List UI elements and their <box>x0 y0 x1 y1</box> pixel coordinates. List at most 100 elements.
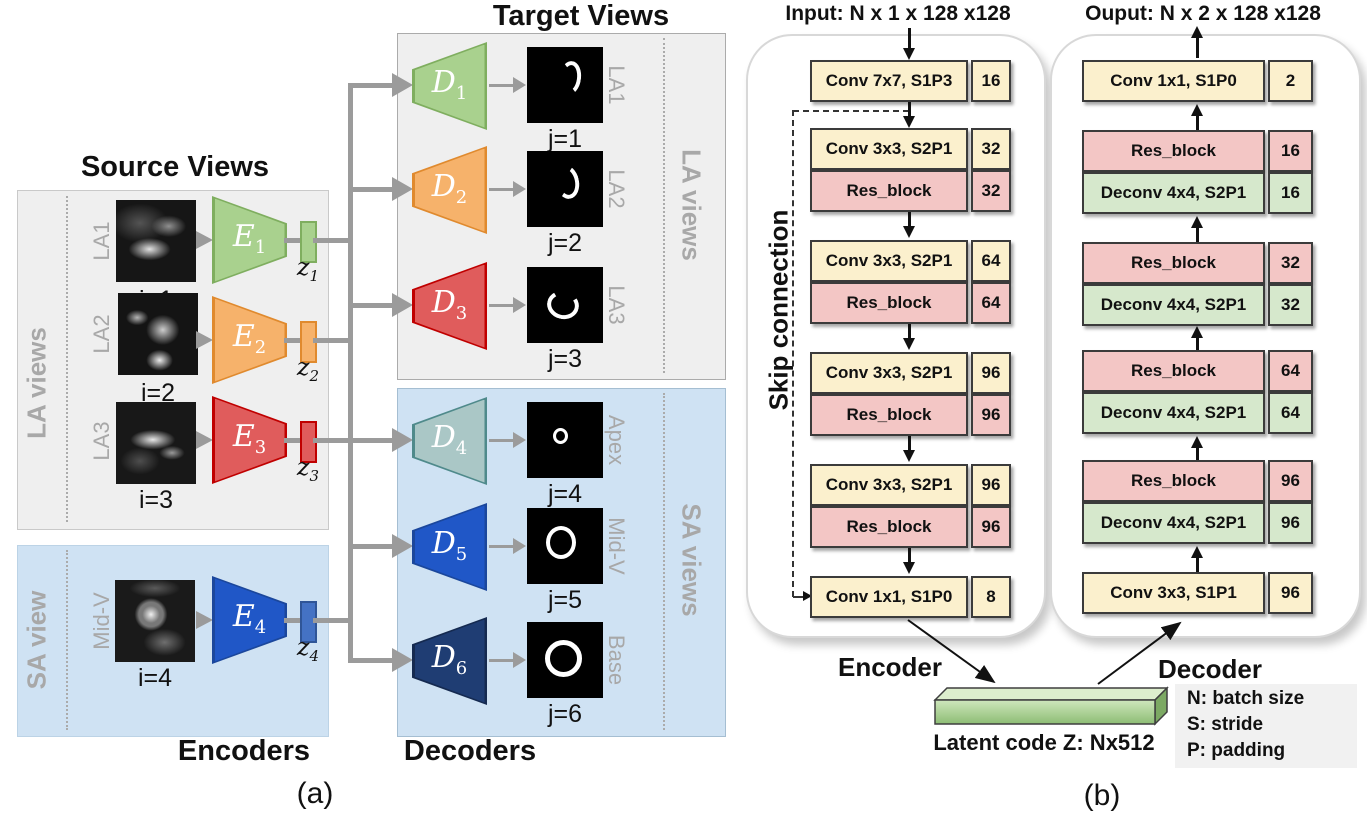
sa-views-target-group-label: SA views <box>676 503 707 617</box>
arrow-into-decoder-icon <box>392 428 413 452</box>
z3-label: z3 <box>296 453 320 485</box>
layer-name: Res_block <box>1082 460 1265 502</box>
skip-connection-line <box>793 596 804 598</box>
connector <box>313 438 350 443</box>
legend-item: N: batch size <box>1187 688 1305 709</box>
panel-a-label: (a) <box>296 777 334 810</box>
arrow-into-encoder-icon <box>196 331 213 349</box>
connector <box>284 438 301 443</box>
target-index-label: j=6 <box>547 700 583 728</box>
connector <box>350 544 394 549</box>
flow-arrowhead-icon <box>903 562 915 574</box>
layer-name: Res_block <box>810 506 968 548</box>
target-mask-j2 <box>527 151 603 227</box>
latent-code-caption: Latent code Z: Nx512 <box>933 730 1155 755</box>
flow-arrowhead-icon <box>903 48 915 60</box>
encoders-caption: Encoders <box>177 735 311 767</box>
skip-connection-line <box>792 110 794 597</box>
connector <box>489 304 515 307</box>
layer-name: Deconv 4x4, S2P1 <box>1082 284 1265 326</box>
source-view-label: Mid-V <box>89 592 114 650</box>
layer-name: Conv 3x3, S2P1 <box>810 352 968 394</box>
encoder-e4: E4 <box>212 576 287 664</box>
layer-name: Conv 1x1, S1P0 <box>1082 60 1265 102</box>
z4-label: z4 <box>296 633 320 665</box>
layer-channels: 2 <box>1268 60 1313 102</box>
layer-channels: 96 <box>971 464 1011 506</box>
flow-arrowhead-icon <box>1191 436 1203 448</box>
connector <box>284 618 301 623</box>
flow-arrow <box>1196 116 1199 130</box>
encoder-e2: E2 <box>212 296 287 384</box>
layer-channels: 96 <box>971 394 1011 436</box>
skip-connection-line <box>793 110 909 112</box>
flow-arrow <box>908 436 911 450</box>
z1-label: z1 <box>296 253 320 285</box>
layer-name: Res_block <box>810 170 968 212</box>
flow-arrow <box>1196 38 1199 58</box>
decoder-d1: D1 <box>412 42 487 130</box>
source-image-la2 <box>118 293 198 375</box>
decoders-caption: Decoders <box>403 735 537 767</box>
arrow-into-mask-icon <box>513 652 526 668</box>
latent-code-bar <box>933 686 1169 726</box>
encoder-stage-caption: Encoder <box>837 652 943 682</box>
target-mask-j6 <box>527 622 603 698</box>
layer-name: Res_block <box>810 282 968 324</box>
layer-channels: 96 <box>1268 572 1313 614</box>
flow-arrow <box>908 212 911 226</box>
source-image-midv <box>115 580 195 662</box>
layer-name: Conv 1x1, S1P0 <box>810 576 968 618</box>
flow-arrowhead-icon <box>903 226 915 238</box>
divider <box>663 38 665 373</box>
connector <box>489 188 515 191</box>
skip-connection-label: Skip connection <box>763 209 794 411</box>
divider <box>663 393 665 730</box>
layer-name: Deconv 4x4, S2P1 <box>1082 392 1265 434</box>
arrow-into-decoder-icon <box>392 177 413 201</box>
arrow-into-decoder-icon <box>392 73 413 97</box>
target-index-label: j=4 <box>547 480 583 508</box>
latent-bus-line <box>348 83 353 663</box>
flow-arrow <box>1196 228 1199 242</box>
target-mask-j3 <box>527 267 603 343</box>
decoder-stage-caption: Decoder <box>1157 654 1263 684</box>
layer-name: Conv 3x3, S2P1 <box>810 240 968 282</box>
flow-arrowhead-icon <box>903 116 915 128</box>
connector <box>350 658 394 663</box>
flow-arrowhead-icon <box>903 338 915 350</box>
flow-arrow <box>1196 558 1199 572</box>
source-index-label: i=4 <box>137 664 173 692</box>
target-index-label: j=3 <box>547 345 583 373</box>
layer-channels: 32 <box>971 128 1011 170</box>
layer-channels: 96 <box>971 506 1011 548</box>
decoder-container <box>1050 34 1361 638</box>
target-view-label: Mid-V <box>604 517 629 575</box>
layer-channels: 96 <box>1268 460 1313 502</box>
connector <box>284 238 301 243</box>
layer-name: Res_block <box>1082 350 1265 392</box>
arrow-into-mask-icon <box>513 297 526 313</box>
connector <box>313 238 350 243</box>
arrow-into-encoder-icon <box>196 611 213 629</box>
layer-name: Res_block <box>1082 242 1265 284</box>
layer-name: Conv 7x7, S1P3 <box>810 60 968 102</box>
layer-channels: 32 <box>1268 242 1313 284</box>
legend-box: N: batch size S: stride P: padding <box>1175 684 1357 768</box>
connector <box>350 438 394 443</box>
flow-arrow <box>908 102 911 116</box>
connector <box>313 618 350 623</box>
arrow-into-mask-icon <box>513 77 526 93</box>
